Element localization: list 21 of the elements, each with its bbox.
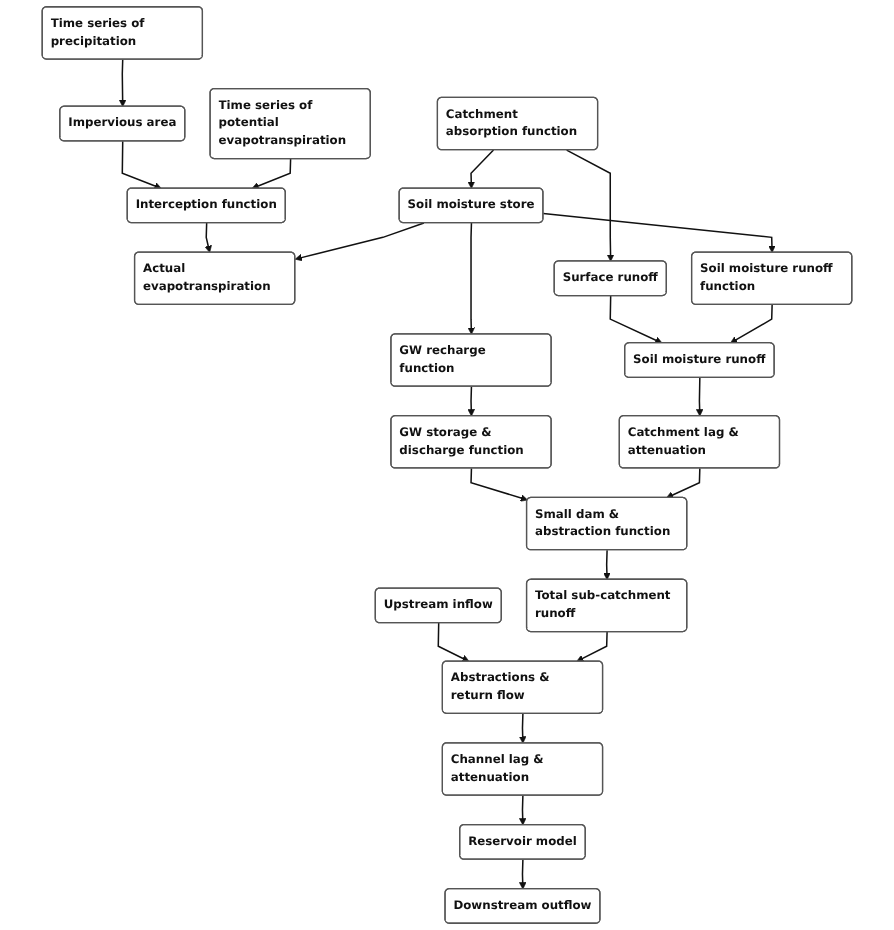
arrow: [730, 304, 773, 344]
arrow: [542, 212, 776, 253]
arrow: [467, 385, 475, 417]
arrow: [251, 158, 292, 190]
arrow: [118, 58, 127, 107]
arrow: [565, 149, 615, 262]
arrow: [294, 222, 425, 262]
arrow: [609, 295, 663, 344]
arrow: [470, 467, 528, 502]
arrow: [437, 622, 470, 662]
arrow: [519, 712, 527, 744]
arrow: [603, 549, 611, 580]
arrow: [204, 222, 212, 253]
arrow: [467, 222, 475, 335]
arrow: [666, 467, 701, 499]
arrow: [695, 376, 704, 417]
arrow: [519, 794, 527, 826]
arrow: [467, 149, 495, 189]
arrow: [576, 631, 608, 662]
arrow: [519, 858, 527, 890]
arrow: [121, 140, 162, 190]
